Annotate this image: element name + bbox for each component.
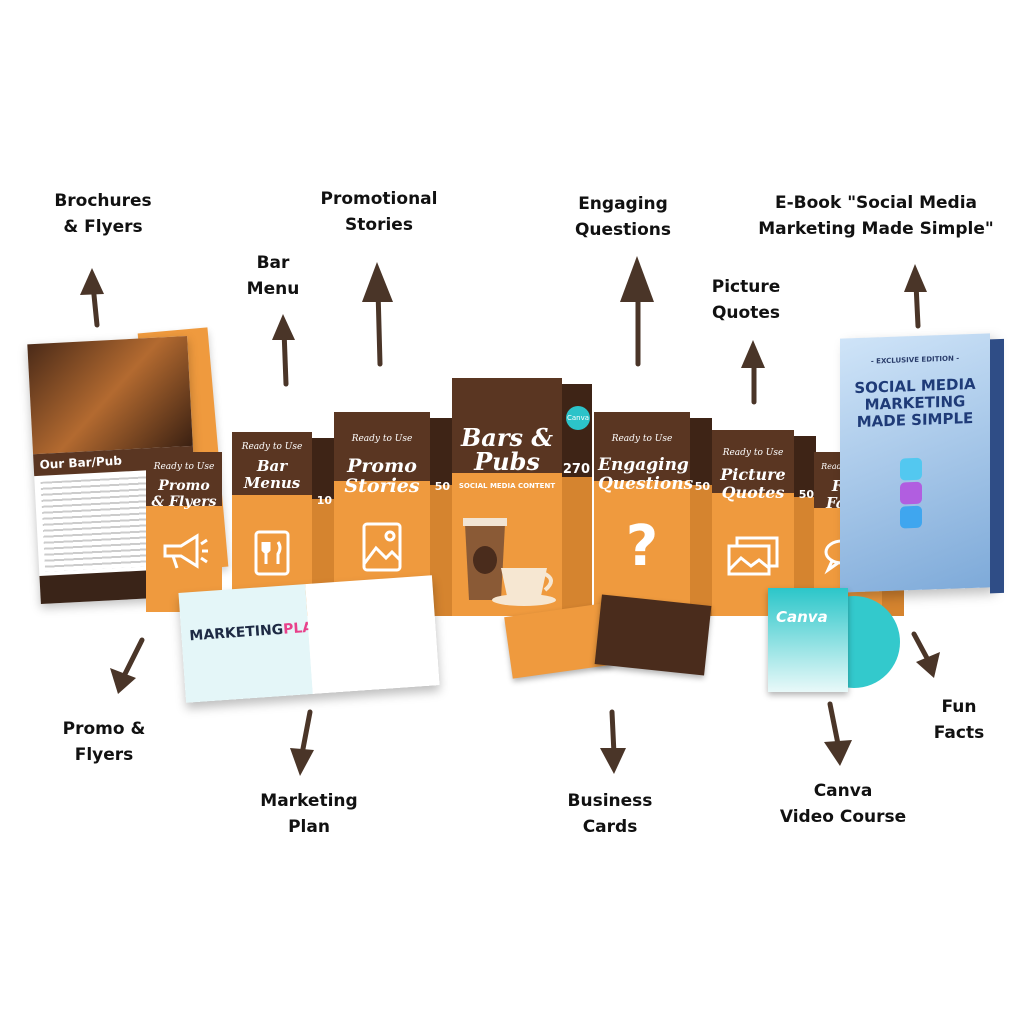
- ebook-edition: - EXCLUSIVE EDITION -: [870, 354, 960, 366]
- brochure-text-lines: [40, 475, 160, 572]
- box-count: 10: [316, 494, 332, 507]
- arrow-up-ebook: [904, 264, 927, 329]
- box-count: 50: [798, 488, 814, 501]
- menu-cutlery-icon: [252, 528, 292, 578]
- business-card-front: [504, 603, 612, 679]
- canva-logo: Canva: [776, 608, 828, 626]
- box-title: Bars & Pubs: [460, 423, 553, 476]
- box-kicker: Ready to Use: [351, 434, 413, 444]
- image-icon: [360, 520, 404, 574]
- arrow-up-bar-menu: [272, 314, 295, 387]
- box-engaging-questions: Ready to Use Engaging Questions 50 ?: [594, 412, 712, 616]
- box-title: Promo & Flyers: [151, 478, 217, 510]
- arrow-down-business-cards: [600, 709, 626, 774]
- ebook-title: SOCIAL MEDIA MARKETING MADE SIMPLE: [854, 374, 976, 432]
- box-kicker: Ready to Use: [153, 462, 215, 472]
- box-bar-menus: Ready to Use Bar Menus 10: [232, 432, 334, 616]
- box-kicker: Ready to Use: [241, 442, 303, 452]
- arrow-down-canva: [824, 701, 852, 766]
- label-promo-flyers: Promo &Flyers: [62, 719, 146, 765]
- marketing-plan-booklet: MARKETINGPLAN: [178, 575, 440, 703]
- arrow-down-fun-facts: [911, 631, 940, 678]
- arrow-up-promo-stories: [362, 262, 393, 367]
- box-kicker: Ready to Use: [611, 434, 673, 444]
- box-bars-and-pubs: Bars & Pubs SOCIAL MEDIA CONTENT 270 Can…: [452, 378, 592, 616]
- business-card-back: [594, 594, 712, 676]
- instagram-icon: [900, 481, 922, 505]
- label-brochures: Brochures& Flyers: [54, 191, 152, 237]
- canva-dvd: Canva: [768, 588, 900, 698]
- box-subtitle: SOCIAL MEDIA CONTENT: [458, 482, 556, 490]
- plan-title: MARKETINGPLAN: [188, 618, 326, 645]
- box-title: Bar Menus: [243, 457, 301, 492]
- coffee-cups-icon: [457, 516, 557, 608]
- box-count: 270: [562, 462, 590, 477]
- arrow-down-marketing-plan: [290, 709, 314, 776]
- twitter-icon: [900, 505, 922, 529]
- bar-photo: [27, 335, 193, 455]
- box-title: Engaging Questions: [598, 455, 694, 494]
- megaphone-icon: [159, 532, 209, 572]
- box-picture-quotes: Ready to Use Picture Quotes 50: [712, 430, 816, 616]
- arrow-up-brochures: [80, 268, 104, 328]
- messenger-icon: [900, 457, 922, 481]
- question-mark-icon: ?: [625, 514, 659, 579]
- arrow-up-picture-quotes: [741, 340, 765, 405]
- box-kicker: Ready to Use: [722, 448, 784, 458]
- arrow-up-engaging: [620, 256, 654, 367]
- pictures-icon: [725, 534, 781, 578]
- box-count: 50: [434, 480, 450, 493]
- box-title: Promo Stories: [344, 455, 420, 497]
- canva-badge: Canva: [566, 406, 590, 430]
- box-title: Picture Quotes: [720, 465, 786, 502]
- ebook-cover: - EXCLUSIVE EDITION - SOCIAL MEDIA MARKE…: [840, 333, 1004, 594]
- dvd-case: Canva: [768, 588, 848, 692]
- business-cards: [504, 594, 718, 684]
- social-icons: [900, 456, 922, 531]
- box-count: 50: [694, 480, 710, 493]
- arrow-down-promo-flyers: [110, 637, 145, 694]
- box-promo-flyers: Ready to Use Promo & Flyers: [146, 452, 222, 612]
